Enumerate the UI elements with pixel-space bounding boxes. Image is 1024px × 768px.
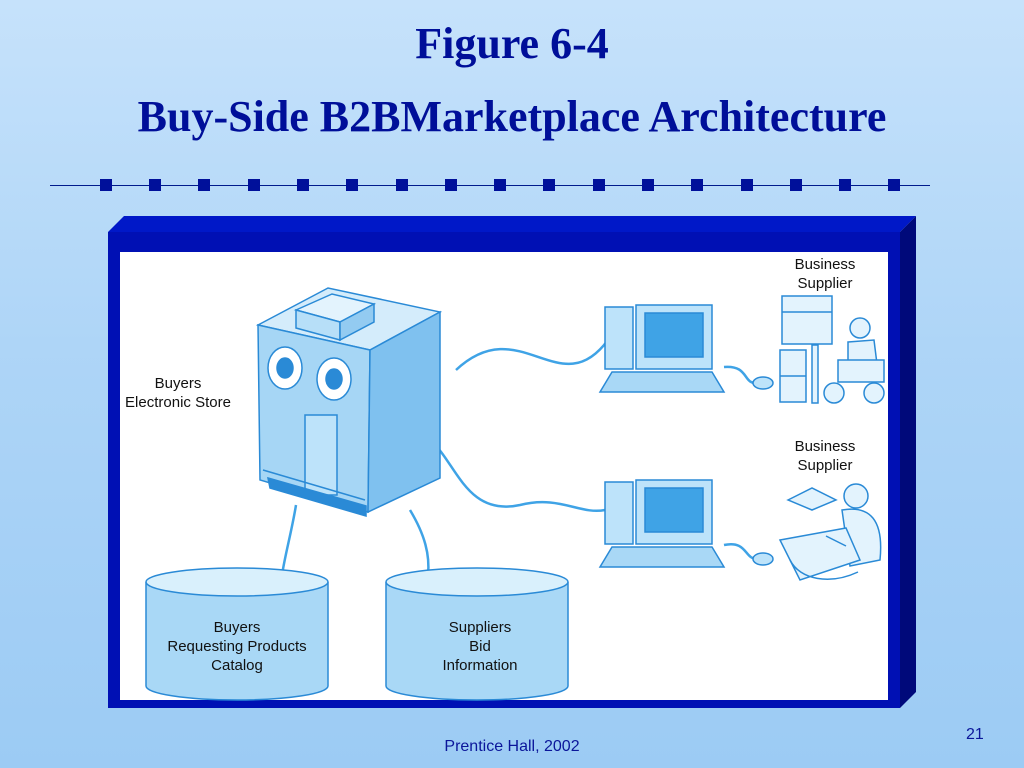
divider-square [888, 179, 900, 191]
divider-square [741, 179, 753, 191]
footer-credit: Prentice Hall, 2002 [444, 738, 580, 755]
computer-top-icon [598, 304, 774, 393]
divider-square [642, 179, 654, 191]
designer-supplier-icon [778, 483, 882, 581]
cable-to-top-computer [455, 339, 610, 371]
db-label-line: Buyers [213, 619, 261, 636]
supplier-label-line: Supplier [797, 457, 853, 474]
divider-square [445, 179, 457, 191]
supplier-label-line: Business [794, 256, 856, 273]
server-label-line: Buyers [154, 375, 202, 392]
server-label: Buyers Electronic Store [116, 374, 240, 412]
db-label-line: Catalog [211, 657, 263, 674]
page-number: 21 [966, 726, 984, 743]
divider-square [543, 179, 555, 191]
supplier-label-top: Business Supplier [775, 255, 875, 293]
frame-top-bevel [108, 216, 916, 232]
db-label-line: Bid [469, 638, 491, 655]
db-label-line: Suppliers [448, 619, 512, 636]
slide-title: Buy-Side B2BMarketplace Architecture [137, 92, 887, 141]
supplier-label-bottom: Business Supplier [775, 437, 875, 475]
figure-number: Figure 6-4 [415, 19, 609, 68]
divider-square [297, 179, 309, 191]
divider-square [593, 179, 605, 191]
db-left-label: Buyers Requesting Products Catalog [146, 618, 328, 675]
supplier-label-line: Supplier [797, 275, 853, 292]
database-right-icon [385, 567, 569, 701]
divider-square [396, 179, 408, 191]
divider-square [100, 179, 112, 191]
db-label-line: Information [442, 657, 518, 674]
server-icon [255, 287, 443, 517]
divider-square [494, 179, 506, 191]
server-label-line: Electronic Store [125, 394, 231, 411]
divider-square [149, 179, 161, 191]
computer-bottom-icon [598, 479, 774, 568]
divider-line [50, 185, 930, 186]
frame-right-bevel [900, 216, 916, 708]
divider-square [248, 179, 260, 191]
database-left-icon [145, 567, 329, 701]
divider-square [198, 179, 210, 191]
divider-square [790, 179, 802, 191]
db-right-label: Suppliers Bid Information [386, 618, 574, 675]
divider-square [691, 179, 703, 191]
forklift-supplier-icon [779, 295, 885, 404]
divider-square [839, 179, 851, 191]
divider-square [346, 179, 358, 191]
supplier-label-line: Business [794, 438, 856, 455]
db-label-line: Requesting Products [167, 638, 307, 655]
